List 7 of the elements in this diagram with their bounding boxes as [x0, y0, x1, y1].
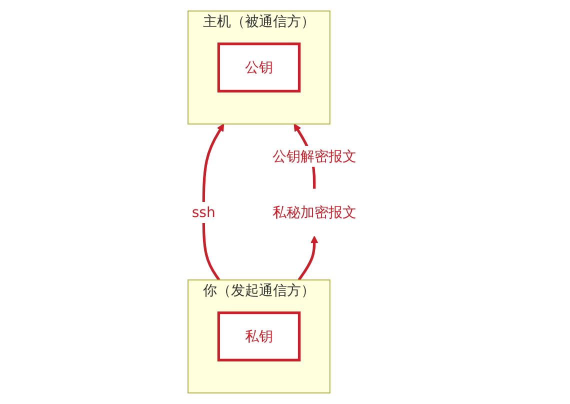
arrow: [202, 124, 224, 281]
edge-label: 公钥解密报文: [272, 148, 356, 164]
node-box: 私钥: [217, 312, 300, 362]
edge-label: ssh: [192, 204, 215, 220]
arrow: [297, 236, 318, 281]
node-text: 私秘加密报文: [272, 204, 356, 220]
node-box: 公钥: [217, 42, 300, 92]
